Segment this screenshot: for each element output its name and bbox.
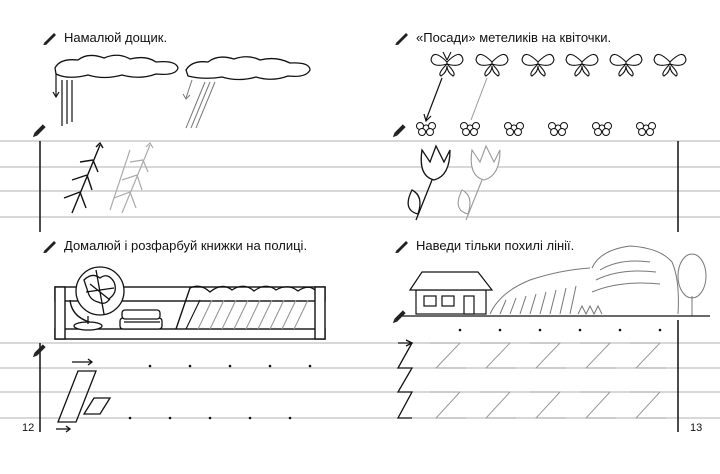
task-rain: Намалюй дощик. <box>42 30 167 45</box>
left-page: Намалюй дощик. Домалюй і розфарбуй книжк… <box>0 30 360 434</box>
pencil-icon <box>395 32 408 45</box>
task-butterflies-instruction: «Посади» метеликів на квіточки. <box>416 30 612 45</box>
flower-icon <box>548 122 568 136</box>
page-number-right: 13 <box>690 422 703 434</box>
small-pencil-icon <box>32 344 46 358</box>
task-slanted-lines: Наведи тільки похилі лінії. <box>394 238 574 253</box>
task-slanted-lines-instruction: Наведи тільки похилі лінії. <box>416 238 575 253</box>
fields-illustration <box>489 245 707 316</box>
pencil-icon <box>43 240 56 253</box>
small-pencil-icon <box>32 124 46 138</box>
pencil-icon <box>395 240 408 253</box>
zigzag-sample <box>396 339 414 419</box>
butterfly-icon <box>565 53 599 77</box>
right-page: «Посади» метеликів на квіточки. Наведи т… <box>360 0 720 474</box>
task-books-instruction: Домалюй і розфарбуй книжки на полиці. <box>64 238 308 253</box>
flower-icon <box>504 122 524 136</box>
flower-icon <box>460 122 480 136</box>
task-books: Домалюй і розфарбуй книжки на полиці. <box>42 238 307 253</box>
flower-icon <box>636 122 656 136</box>
globe-illustration <box>69 266 125 331</box>
right-page-art <box>360 51 720 432</box>
butterfly-icon <box>653 53 687 77</box>
house-illustration <box>408 271 494 315</box>
flower-icon <box>592 122 612 136</box>
pencil-icon <box>43 32 56 45</box>
butterfly-icon <box>609 53 643 77</box>
task-rain-instruction: Намалюй дощик. <box>64 30 168 45</box>
books-stack <box>119 309 163 330</box>
zigzag-trace <box>430 342 666 419</box>
butterfly-icon <box>475 53 509 77</box>
page-number-left: 12 <box>22 422 35 434</box>
task-butterflies: «Посади» метеликів на квіточки. <box>394 30 611 45</box>
small-pencil-icon <box>392 124 406 138</box>
small-pencil-icon <box>392 310 406 324</box>
left-page-art <box>0 54 360 433</box>
butterfly-icon <box>521 53 555 77</box>
flower-icon <box>416 122 436 136</box>
butterfly-icon <box>430 51 464 77</box>
